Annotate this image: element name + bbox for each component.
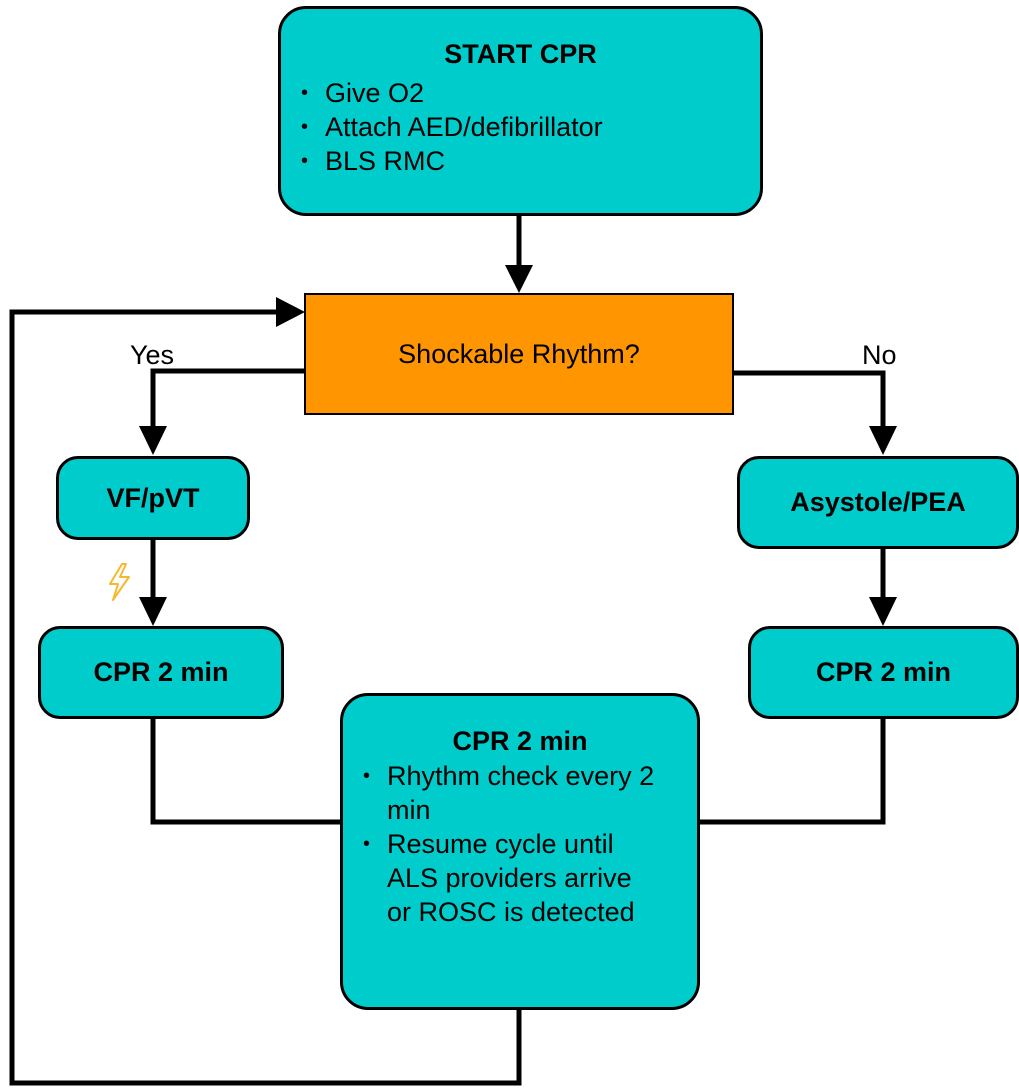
list-item: Attach AED/defibrillator bbox=[281, 110, 760, 144]
list-item: Give O2 bbox=[281, 76, 760, 110]
start-cpr-title: START CPR bbox=[444, 39, 597, 69]
cpr-cycle-box: CPR 2 min Rhythm check every 2 min Resum… bbox=[340, 693, 700, 1010]
cpr-cycle-list: Rhythm check every 2 min Resume cycle un… bbox=[343, 759, 661, 929]
start-cpr-box: START CPR Give O2 Attach AED/defibrillat… bbox=[278, 6, 763, 216]
arrowhead-asystole bbox=[869, 426, 897, 455]
cpr-cycle-title: CPR 2 min bbox=[452, 726, 588, 756]
left-cpr-box: CPR 2 min bbox=[38, 626, 284, 719]
arrowhead-left-cpr bbox=[139, 597, 167, 626]
asystole-pea-label: Asystole/PEA bbox=[790, 487, 966, 517]
yes-label: Yes bbox=[130, 340, 175, 370]
vf-pvt-label: VF/pVT bbox=[106, 482, 200, 513]
right-cpr-box: CPR 2 min bbox=[748, 626, 1019, 719]
connector-left-cpr-to-summary bbox=[150, 718, 342, 825]
list-item: Resume cycle until ALS providers arrive … bbox=[343, 827, 661, 929]
left-cpr-label: CPR 2 min bbox=[93, 657, 229, 687]
arrowhead-decision bbox=[505, 265, 533, 293]
list-item: BLS RMC bbox=[281, 144, 760, 178]
arrowhead-right-cpr bbox=[869, 597, 897, 626]
asystole-pea-box: Asystole/PEA bbox=[737, 456, 1019, 549]
connector-yes-branch bbox=[150, 368, 304, 428]
vf-pvt-box: VF/pVT bbox=[56, 456, 250, 540]
connector-loop-back bbox=[9, 309, 522, 1086]
list-item: Rhythm check every 2 min bbox=[343, 759, 661, 827]
start-cpr-list: Give O2 Attach AED/defibrillator BLS RMC bbox=[281, 76, 760, 178]
connector-no-branch bbox=[733, 370, 886, 428]
connector-right-cpr-to-summary bbox=[699, 718, 886, 825]
arrowhead-loop-back bbox=[276, 297, 305, 327]
right-cpr-label: CPR 2 min bbox=[815, 657, 952, 687]
decision-question: Shockable Rhythm? bbox=[398, 338, 640, 369]
no-label: No bbox=[862, 340, 897, 370]
arrowhead-vf bbox=[139, 426, 167, 455]
shockable-rhythm-decision: Shockable Rhythm? bbox=[304, 293, 734, 415]
lightning-bolt-icon bbox=[109, 563, 130, 601]
